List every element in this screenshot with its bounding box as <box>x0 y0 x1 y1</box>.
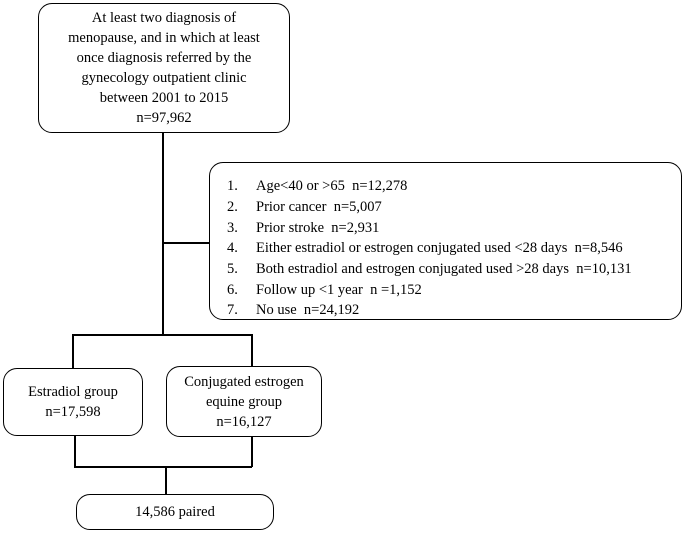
estradiol-group-box: Estradiol group n=17,598 <box>3 368 143 436</box>
exclusion-item-number: 1. <box>227 178 238 195</box>
connector-from-estradiol <box>74 436 76 467</box>
exclusion-item-text: Both estradiol and estrogen conjugated u… <box>256 261 632 278</box>
exclusion-item-text: Either estradiol or estrogen conjugated … <box>256 240 623 257</box>
connector-to-exclusion <box>162 242 209 244</box>
initial-cohort-box: At least two diagnosis of menopause, and… <box>38 3 290 133</box>
exclusion-item: 5. Both estradiol and estrogen conjugate… <box>227 259 681 280</box>
initial-cohort-line: At least two diagnosis of <box>91 10 237 26</box>
exclusion-item: 6. Follow up <1 year n =1,152 <box>227 279 681 300</box>
paired-cohort-box: 14,586 paired <box>76 494 274 530</box>
cee-group-label: equine group <box>205 393 283 410</box>
estradiol-group-count: n=17,598 <box>45 404 101 420</box>
exclusion-item: 1. Age<40 or >65 n=12,278 <box>227 176 681 197</box>
exclusion-criteria-box: 1. Age<40 or >65 n=12,278 2. Prior cance… <box>209 162 682 320</box>
initial-cohort-line: once diagnosis referred by the <box>76 50 252 66</box>
estradiol-group-label: Estradiol group <box>28 384 118 400</box>
cee-group-label: Conjugated estrogen <box>184 373 304 390</box>
exclusion-item-number: 3. <box>227 219 238 236</box>
connector-to-paired <box>165 466 167 494</box>
exclusion-item-number: 2. <box>227 199 238 216</box>
exclusion-item: 4. Either estradiol or estrogen conjugat… <box>227 238 681 259</box>
exclusion-item-text: Follow up <1 year n =1,152 <box>256 281 422 298</box>
connector-from-cee <box>251 437 253 467</box>
exclusion-item-text: Prior stroke n=2,931 <box>256 219 380 236</box>
cee-group-count: n=16,127 <box>216 413 272 430</box>
initial-cohort-line: menopause, and in which at least <box>68 30 260 46</box>
cee-group-box: Conjugated estrogen equine group n=16,12… <box>166 366 322 437</box>
exclusion-item-number: 5. <box>227 261 238 278</box>
exclusion-item: 2. Prior cancer n=5,007 <box>227 197 681 218</box>
connector-to-cee <box>251 334 253 366</box>
exclusion-item-text: Prior cancer n=5,007 <box>256 199 382 216</box>
exclusion-item-number: 7. <box>227 302 238 319</box>
initial-cohort-count: n=97,962 <box>136 110 192 126</box>
exclusion-item-number: 4. <box>227 240 238 257</box>
connector-top-down <box>162 133 164 335</box>
exclusion-item-text: Age<40 or >65 n=12,278 <box>256 178 408 195</box>
connector-merge <box>74 466 252 468</box>
connector-to-estradiol <box>72 334 74 368</box>
paired-cohort-label: 14,586 paired <box>135 504 215 520</box>
exclusion-item: 3. Prior stroke n=2,931 <box>227 217 681 238</box>
initial-cohort-line: between 2001 to 2015 <box>99 90 229 106</box>
exclusion-item-number: 6. <box>227 281 238 298</box>
connector-split <box>72 334 252 336</box>
exclusion-item-text: No use n=24,192 <box>256 302 360 319</box>
exclusion-item: 7. No use n=24,192 <box>227 300 681 321</box>
initial-cohort-line: gynecology outpatient clinic <box>81 70 247 86</box>
